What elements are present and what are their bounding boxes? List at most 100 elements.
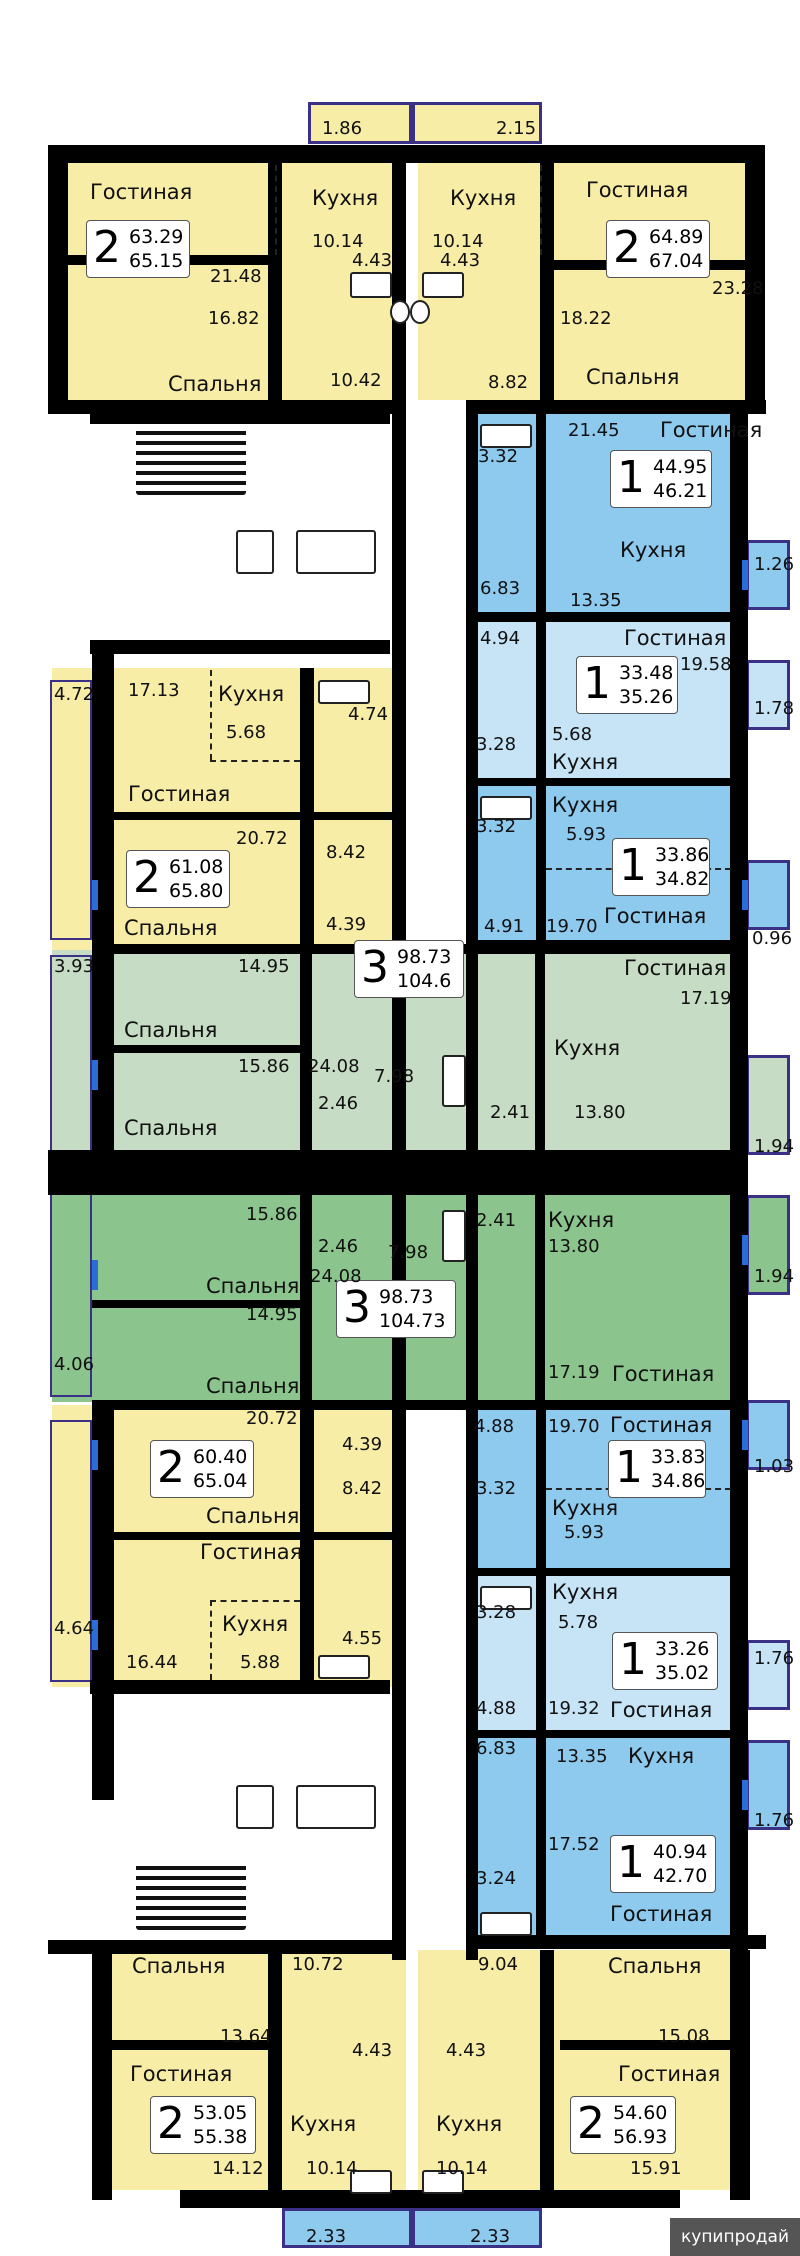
area-value: 2.46	[318, 1093, 359, 1114]
area-value: 20.72	[246, 1408, 298, 1429]
room-label: Гостиная	[128, 782, 231, 806]
window	[742, 1235, 748, 1265]
room-label: Кухня	[554, 1036, 621, 1060]
area-value: 1.76	[754, 1648, 795, 1669]
outer-wall-right-bottom	[730, 1950, 750, 2200]
elevator-icon	[236, 530, 274, 574]
area-value: 4.55	[342, 1628, 383, 1649]
area-value: 5.68	[552, 724, 593, 745]
wall-yellow-low-h	[92, 1532, 392, 1540]
stair-box-2	[90, 640, 390, 654]
area-value: 5.93	[564, 1522, 605, 1543]
apartment-badge: 2 60.40 65.04	[150, 1440, 254, 1498]
area-total: 55.38	[193, 2126, 248, 2148]
wall-h-2	[466, 400, 766, 414]
room-label: Кухня	[548, 1208, 615, 1232]
apartment-badge: 1 33.48 35.26	[576, 656, 678, 714]
wall-blue-4	[466, 1568, 746, 1576]
area-value: 2.15	[496, 118, 537, 139]
area-value: 15.86	[246, 1204, 298, 1225]
area-value: 6.83	[476, 1738, 517, 1759]
room-label: Гостиная	[624, 626, 727, 650]
balcony-side-3	[746, 860, 790, 930]
area-living: 64.89	[649, 226, 704, 248]
area-value: 6.83	[480, 578, 521, 599]
kitchen-partition	[275, 165, 277, 255]
bathtub-icon	[422, 2170, 464, 2194]
apartment-badge: 1 40.94 42.70	[610, 1835, 716, 1893]
bathtub-icon	[442, 1055, 466, 1107]
apt-top-right	[418, 160, 763, 400]
window	[92, 880, 98, 910]
wall-blue-1	[466, 612, 746, 622]
area-value: 8.42	[342, 1478, 383, 1499]
area-value: 4.94	[480, 628, 521, 649]
wall-bot-inner-v2	[540, 1950, 554, 2190]
wall-3room-v	[300, 950, 312, 1150]
area-living: 53.05	[193, 2102, 248, 2124]
wall-blue-2	[466, 778, 746, 786]
area-value: 2.41	[476, 1210, 517, 1231]
area-value: 3.32	[478, 446, 519, 467]
area-value: 4.72	[54, 684, 95, 705]
elevator-icon	[296, 530, 376, 574]
area-living: 63.29	[129, 226, 184, 248]
balcony-left-top	[308, 102, 412, 144]
area-value: 3.24	[476, 1868, 517, 1889]
room-label: Спальня	[132, 1954, 226, 1978]
area-value: 19.70	[546, 916, 598, 937]
room-label: Гостиная	[200, 1540, 303, 1564]
area-living: 54.60	[613, 2102, 668, 2124]
window	[92, 1260, 98, 1290]
wall-bot-inner-v	[268, 1950, 282, 2190]
wall-blue-inner-v	[536, 412, 546, 942]
window	[92, 1620, 98, 1650]
room-label: Кухня	[290, 2112, 357, 2136]
room-label: Гостиная	[610, 1413, 713, 1437]
window	[92, 1060, 98, 1090]
wall-top-inner-v2	[540, 163, 554, 403]
area-value: 4.88	[474, 1416, 515, 1437]
area-living: 60.40	[193, 1446, 248, 1468]
outer-wall-left-top	[48, 145, 68, 410]
kitchen-partition	[210, 1600, 300, 1602]
wall-h-low	[48, 1940, 406, 1954]
bathtub-icon	[422, 272, 464, 298]
room-label: Гостиная	[618, 2062, 721, 2086]
wall-yellow-mid-h	[92, 812, 392, 820]
room-label: Кухня	[218, 682, 285, 706]
area-value: 4.39	[342, 1434, 383, 1455]
area-value: 1.76	[754, 1810, 795, 1831]
area-total: 46.21	[653, 480, 708, 502]
area-value: 4.06	[54, 1354, 95, 1375]
balcony-left-1	[50, 680, 92, 940]
apartment-badge: 3 98.73 104.73	[336, 1280, 456, 1338]
area-value: 13.80	[574, 1102, 626, 1123]
area-value: 23.28	[712, 278, 764, 299]
room-count: 2	[93, 222, 121, 273]
room-count: 1	[617, 1837, 645, 1888]
room-label: Спальня	[206, 1274, 300, 1298]
wall-yellow-low-v	[300, 1410, 314, 1680]
room-label: Спальня	[168, 372, 262, 396]
room-count: 3	[361, 942, 389, 993]
wall-bot-inner-h2	[560, 2040, 730, 2050]
bathtub-icon	[442, 1210, 466, 1262]
area-value: 2.33	[470, 2226, 511, 2247]
bathtub-icon	[480, 1912, 532, 1936]
room-label: Кухня	[222, 1612, 289, 1636]
area-value: 5.68	[226, 722, 267, 743]
stair-box	[90, 414, 390, 424]
area-value: 4.74	[348, 704, 389, 725]
apartment-badge: 1 33.83 34.86	[608, 1440, 706, 1498]
core-wall-left	[392, 160, 406, 1960]
area-value: 21.48	[210, 266, 262, 287]
area-value: 19.70	[548, 1416, 600, 1437]
area-value: 1.86	[322, 118, 363, 139]
area-value: 10.14	[436, 2158, 488, 2179]
area-value: 24.08	[308, 1056, 360, 1077]
window	[742, 1420, 748, 1450]
area-value: 20.72	[236, 828, 288, 849]
bathtub-icon	[480, 796, 532, 820]
